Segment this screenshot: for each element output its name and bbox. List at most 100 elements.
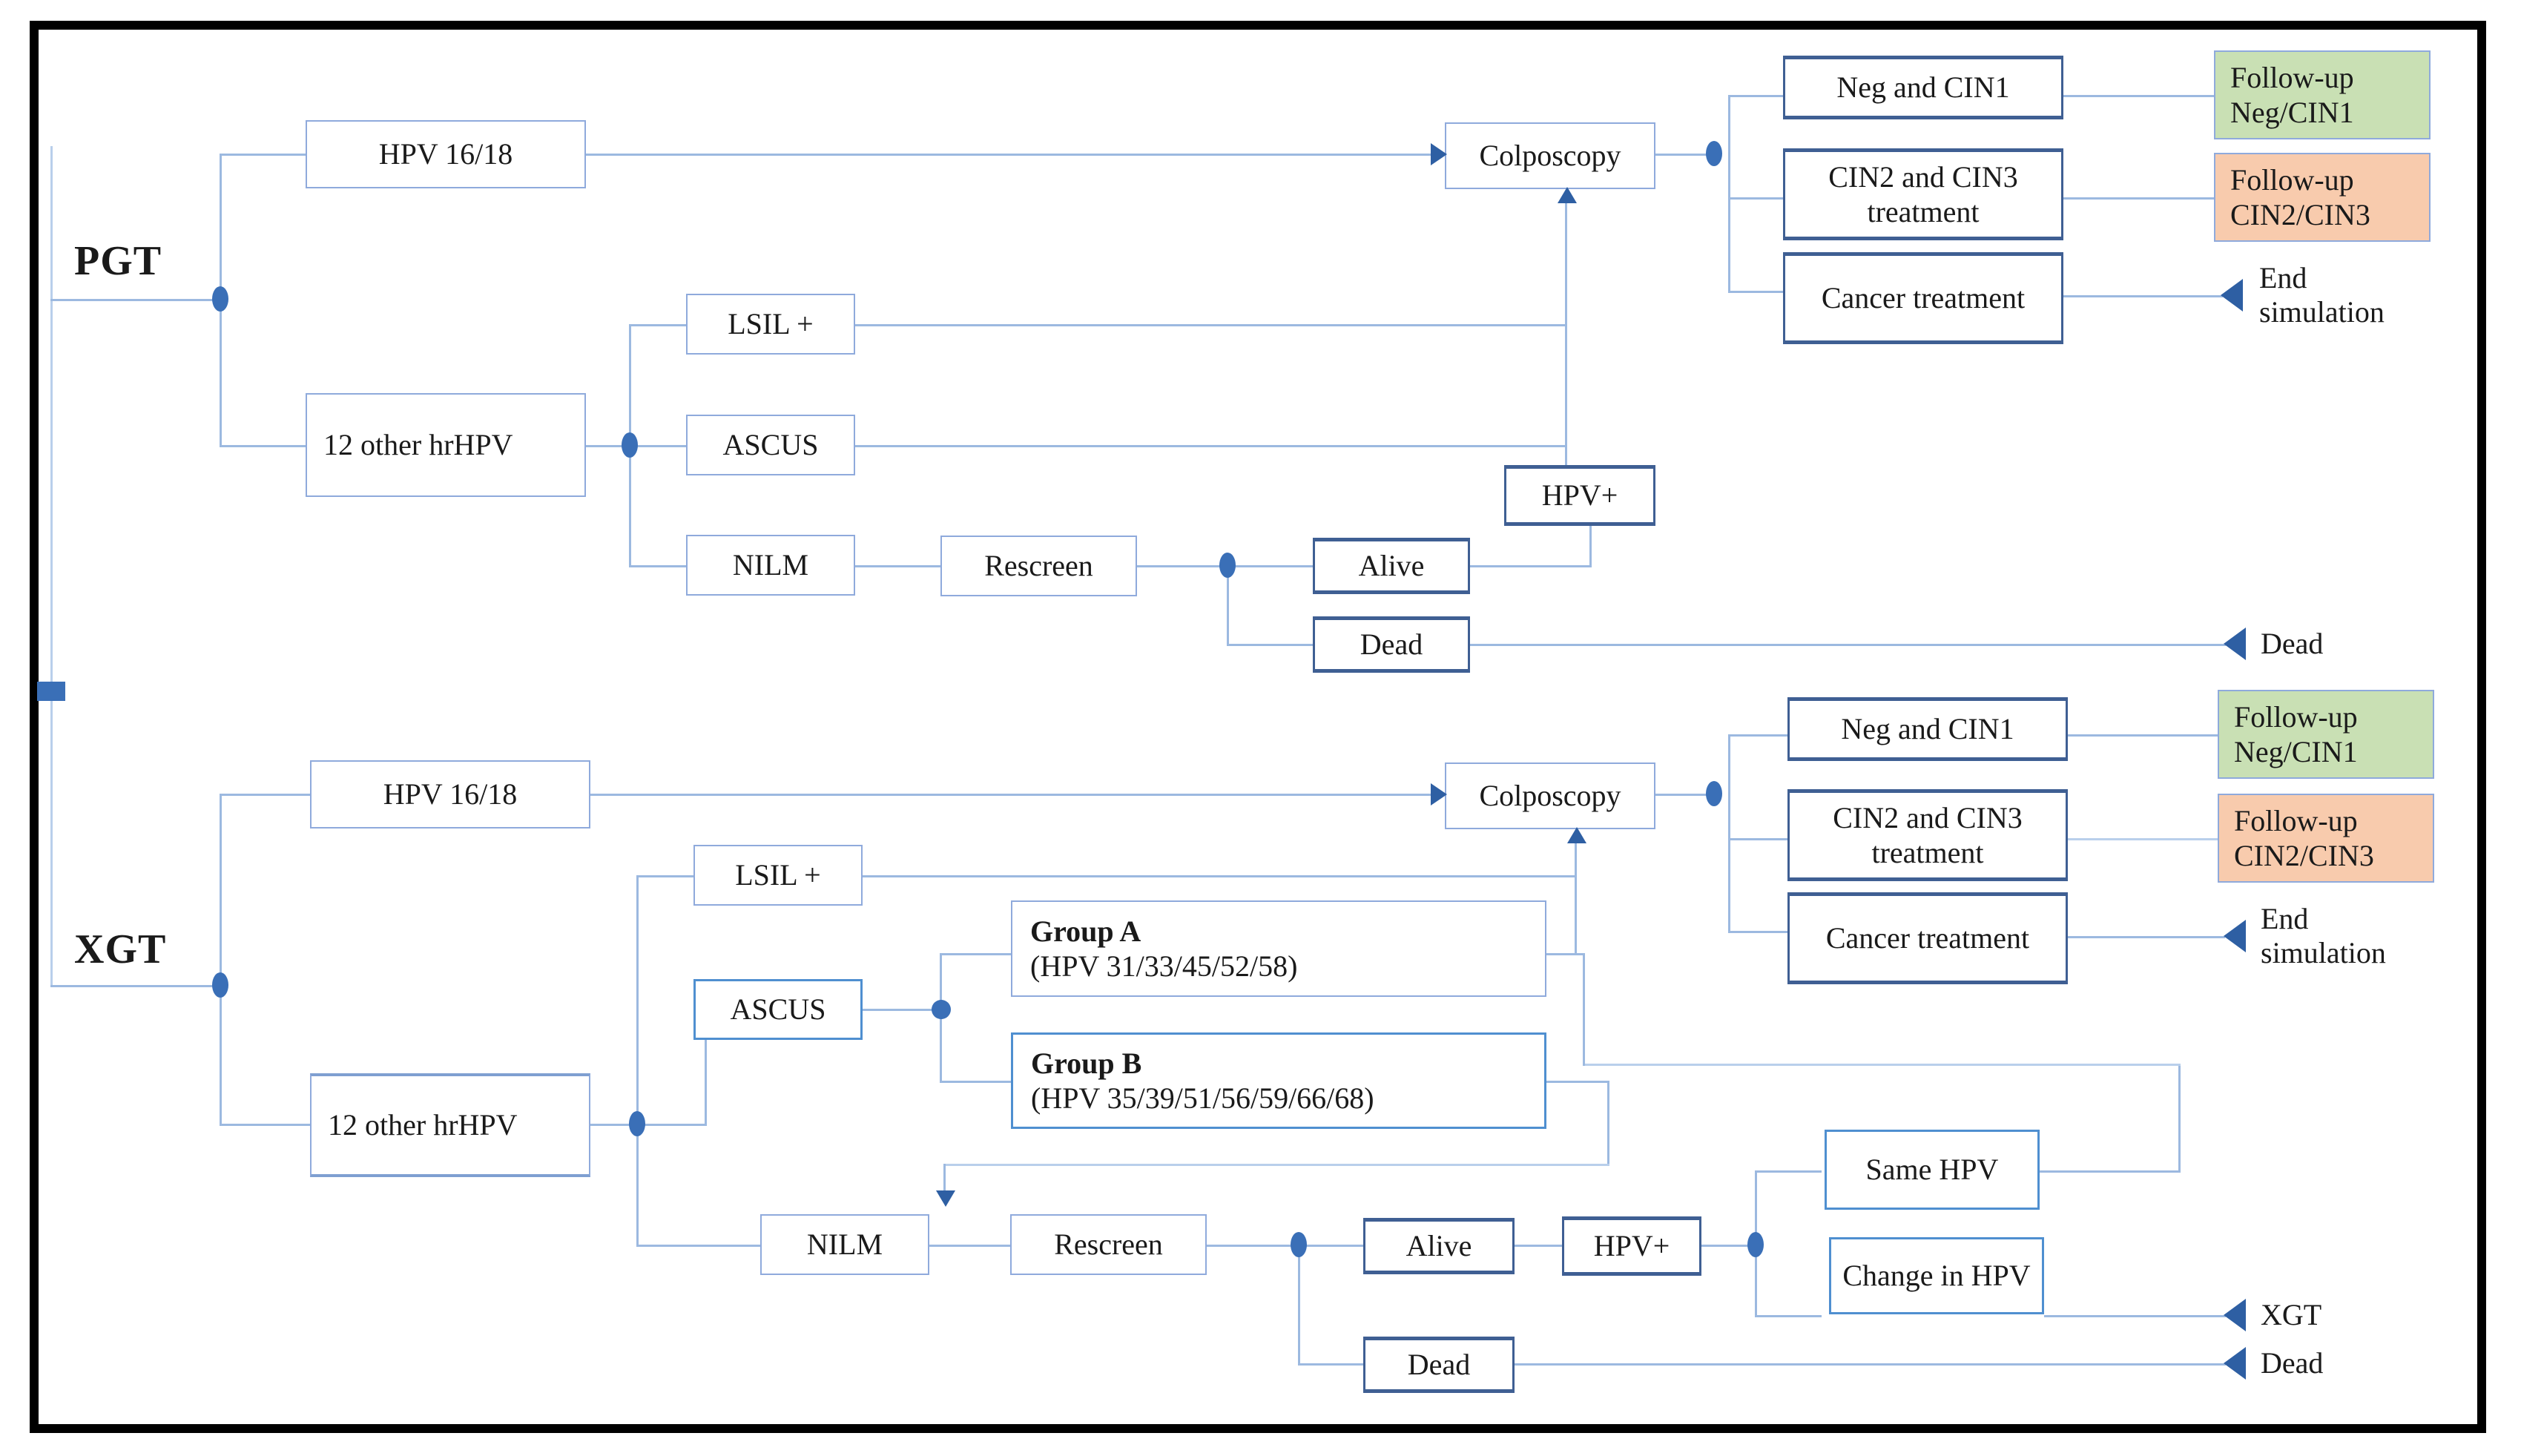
pgt-other-to-cytojunction <box>586 445 630 447</box>
pgt-node-ascus[interactable]: ASCUS <box>686 415 855 475</box>
xgt-group-junction-dot <box>932 1000 951 1019</box>
pgt-dead-to-end-line <box>1470 644 2226 646</box>
xgt-node-change-hpv[interactable]: Change in HPV <box>1829 1237 2044 1314</box>
xgt-followup-neg-cin1[interactable]: Follow-up Neg/CIN1 <box>2218 690 2434 779</box>
xgt-cancer-end-arrowhead <box>2224 920 2246 952</box>
pgt-junction-to-alive <box>1227 565 1316 567</box>
pgt-dead-end-arrowhead <box>2224 627 2246 660</box>
xgt-changehpv-end-arrowhead <box>2224 1299 2246 1331</box>
xgt-hpvtype-branch-up <box>1755 1170 1757 1245</box>
xgt-node-cin2-cin3-treatment[interactable]: CIN2 and CIN3 treatment <box>1787 789 2068 881</box>
pgt-node-cin2-cin3-treatment[interactable]: CIN2 and CIN3 treatment <box>1783 148 2063 240</box>
xgt-label: XGT <box>74 926 167 972</box>
xgt-colposcopy-to-outcome-junction <box>1655 794 1715 796</box>
xgt-line-to-cin2-cin3 <box>1728 838 1789 840</box>
pgt-cyto-branch-down <box>629 445 631 566</box>
xgt-other-to-cytojunction <box>590 1124 638 1126</box>
xgt-line-to-hpv1618 <box>220 794 313 796</box>
xgt-node-hpv-16-18[interactable]: HPV 16/18 <box>310 760 590 829</box>
xgt-groupa-to-riser <box>1546 953 1585 955</box>
diagram-frame <box>30 21 2486 1433</box>
xgt-node-ascus[interactable]: ASCUS <box>693 979 863 1040</box>
pgt-node-lsil[interactable]: LSIL + <box>686 294 855 355</box>
pgt-split-down <box>220 299 222 447</box>
pgt-node-colposcopy[interactable]: Colposcopy <box>1445 122 1655 189</box>
xgt-end-label-simulation: End simulation <box>2261 902 2386 969</box>
pgt-node-alive[interactable]: Alive <box>1313 538 1470 594</box>
pgt-node-hpv-positive[interactable]: HPV+ <box>1504 465 1655 526</box>
pgt-hpv1618-to-colposcopy <box>586 154 1435 156</box>
xgt-line-to-group-a <box>940 953 1014 955</box>
pgt-followup-cin2-cin3[interactable]: Follow-up CIN2/CIN3 <box>2214 153 2431 242</box>
xgt-node-dead[interactable]: Dead <box>1363 1337 1515 1393</box>
pgt-alive-dead-junction-dot <box>1219 553 1236 578</box>
pgt-node-other-hrhpv[interactable]: 12 other hrHPV <box>306 393 586 497</box>
xgt-hpv1618-to-colposcopy <box>590 794 1436 796</box>
pgt-split-up <box>220 154 222 302</box>
root-to-xgt-line <box>50 985 221 987</box>
pgt-cin23-to-followup <box>2063 197 2215 200</box>
xgt-node-hpv-positive[interactable]: HPV+ <box>1562 1216 1701 1276</box>
group-a-detail: (HPV 31/33/45/52/58) <box>1030 949 1298 983</box>
pgt-node-dead[interactable]: Dead <box>1313 616 1470 673</box>
pgt-followup-neg-cin1[interactable]: Follow-up Neg/CIN1 <box>2214 50 2431 139</box>
xgt-groupb-out <box>1546 1081 1609 1083</box>
xgt-node-alive[interactable]: Alive <box>1363 1218 1515 1274</box>
pgt-node-nilm[interactable]: NILM <box>686 535 855 596</box>
xgt-line-to-cancer <box>1728 931 1789 933</box>
xgt-junction-to-alive <box>1298 1245 1366 1247</box>
pgt-line-to-other-hrhpv <box>220 445 309 447</box>
pgt-end-label-dead: Dead <box>2261 627 2324 660</box>
xgt-lsil-riser <box>1575 837 1577 877</box>
pgt-cyto-branch-up <box>629 324 631 445</box>
xgt-colposcopy-arrowhead-bottom <box>1567 827 1586 843</box>
pgt-end-label-simulation: End simulation <box>2259 261 2385 329</box>
pgt-junction-to-dead <box>1227 644 1316 646</box>
pgt-junction-dot <box>212 286 228 312</box>
xgt-samehpv-back-line <box>1583 1064 2181 1066</box>
xgt-line-to-lsil <box>636 875 696 877</box>
pgt-node-neg-and-cin1[interactable]: Neg and CIN1 <box>1783 56 2063 119</box>
pgt-cyto-junction-dot <box>622 432 638 458</box>
xgt-node-nilm[interactable]: NILM <box>760 1214 929 1275</box>
root-to-pgt-line <box>50 299 221 301</box>
xgt-rescreen-to-junction <box>1207 1245 1296 1247</box>
xgt-cyto-branch-up <box>636 875 639 1125</box>
xgt-node-neg-and-cin1[interactable]: Neg and CIN1 <box>1787 697 2068 761</box>
xgt-node-same-hpv[interactable]: Same HPV <box>1825 1130 2040 1210</box>
xgt-line-to-same-hpv <box>1755 1170 1822 1173</box>
xgt-hpvtype-junction-dot <box>1747 1232 1764 1257</box>
xgt-dead-end-arrowhead <box>2224 1347 2246 1380</box>
xgt-samehpv-to-colposcopy <box>1583 953 1585 1066</box>
xgt-outcome-branch-down <box>1728 794 1730 933</box>
xgt-hpvplus-to-junction <box>1701 1245 1753 1247</box>
xgt-junction-down <box>1298 1245 1300 1366</box>
xgt-cin23-to-followup <box>2068 838 2219 840</box>
xgt-node-group-b[interactable]: Group B (HPV 35/39/51/56/59/66/68) <box>1011 1032 1546 1129</box>
pgt-node-hpv-16-18[interactable]: HPV 16/18 <box>306 120 586 188</box>
pgt-junction-down <box>1227 565 1229 645</box>
xgt-samehpv-out <box>2040 1170 2181 1173</box>
root-split-marker <box>37 682 65 701</box>
xgt-node-cancer-treatment[interactable]: Cancer treatment <box>1787 892 2068 984</box>
pgt-node-rescreen[interactable]: Rescreen <box>940 536 1137 596</box>
xgt-node-lsil[interactable]: LSIL + <box>693 845 863 906</box>
xgt-samehpv-riser <box>2178 1064 2181 1173</box>
xgt-node-group-a[interactable]: Group A (HPV 31/33/45/52/58) <box>1011 900 1546 997</box>
xgt-cancer-to-end <box>2068 936 2225 938</box>
xgt-line-to-ascus-base <box>636 1124 707 1126</box>
pgt-line-to-ascus <box>629 445 688 447</box>
pgt-alive-riser-to-hpvplus <box>1589 526 1592 567</box>
pgt-colposcopy-to-outcome-junction <box>1655 154 1715 156</box>
xgt-node-other-hrhpv[interactable]: 12 other hrHPV <box>310 1073 590 1177</box>
xgt-node-rescreen[interactable]: Rescreen <box>1010 1214 1207 1275</box>
xgt-followup-cin2-cin3[interactable]: Follow-up CIN2/CIN3 <box>2218 794 2434 883</box>
pgt-line-to-lsil <box>629 324 688 326</box>
xgt-groupb-back-line <box>943 1164 1609 1166</box>
xgt-node-colposcopy[interactable]: Colposcopy <box>1445 762 1655 829</box>
xgt-line-to-other-hrhpv <box>220 1124 313 1126</box>
pgt-label: PGT <box>74 238 162 284</box>
xgt-outcome-branch-up <box>1728 734 1730 795</box>
xgt-line-to-change-hpv <box>1755 1315 1822 1317</box>
pgt-node-cancer-treatment[interactable]: Cancer treatment <box>1783 252 2063 344</box>
